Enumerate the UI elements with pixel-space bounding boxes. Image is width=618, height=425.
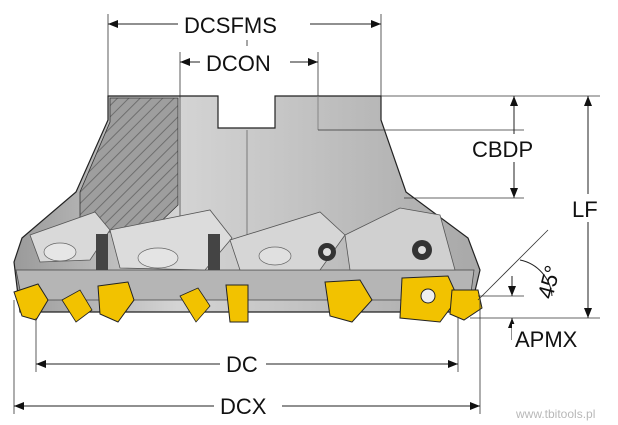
insert [324, 279, 373, 323]
insert [225, 284, 249, 323]
watermark-text: www.tbitools.pl [515, 407, 595, 421]
dcx-label: DCX [220, 394, 267, 419]
cbdp-label: CBDP [472, 137, 533, 162]
lf-label: LF [572, 197, 598, 222]
insert [449, 289, 483, 321]
dcon-label: DCON [206, 51, 271, 76]
dc-label: DC [226, 352, 258, 377]
apmx-label: APMX [515, 327, 578, 352]
insert [13, 283, 49, 321]
cutter-body [13, 95, 481, 313]
dcsfms-label: DCSFMS [184, 13, 277, 38]
insert [97, 281, 135, 323]
inserts [13, 275, 483, 323]
